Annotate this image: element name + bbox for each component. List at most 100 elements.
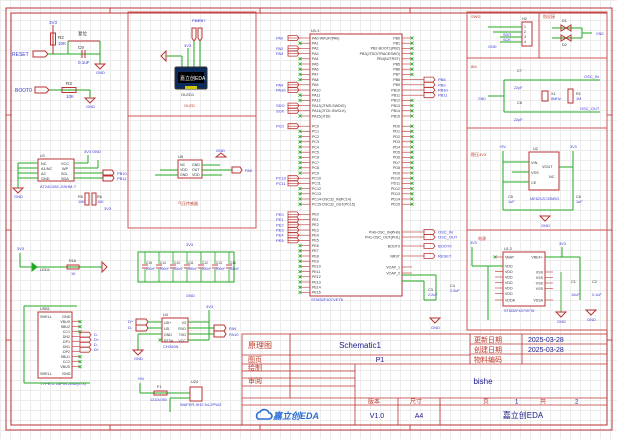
net-port [423, 243, 436, 249]
mcu-pin-label: PE6 [312, 244, 319, 248]
mcu-pin-label: PB6 [393, 68, 400, 72]
mcu-pin-label: PC5 [312, 151, 319, 155]
size-value: A4 [415, 413, 424, 420]
mcu-pin-label: PD3 [393, 140, 400, 144]
usb-pin: CC1 [63, 330, 70, 334]
svg-text:OLED: OLED [184, 103, 195, 108]
mcu-pin-label: PE0 [312, 213, 319, 217]
no-connect-icon [410, 176, 414, 180]
mcu-pin-label: PA2 [312, 47, 319, 51]
mcu-pin-label: PE11 [312, 270, 321, 274]
mcu-power-u1-2 [502, 251, 546, 307]
no-connect-icon [410, 171, 414, 175]
svg-text:GND: GND [488, 45, 497, 49]
net-port [423, 92, 436, 99]
mcu-u1-1: U1.1 STM32F407VET6 PA0-WKUP(PA0)PA1PA2PA… [276, 28, 460, 330]
net-port [287, 232, 300, 239]
svg-text:GND: GND [431, 325, 440, 330]
mcu-pin-label: PA4 [312, 57, 319, 61]
svg-text:0.1uF: 0.1uF [592, 293, 602, 297]
power-input-circuit: +5V F1 1210L050 U24 WAFER-XH2.54-2PWZ [137, 376, 222, 412]
svg-text:尺寸: 尺寸 [410, 398, 422, 406]
no-connect-icon [410, 181, 414, 186]
net-port [287, 221, 300, 228]
esd-circuit: 防反接 D1 D2 GND [543, 13, 604, 47]
mcu-pin-label: PH1-OSC_OUT(PH1) [365, 235, 400, 239]
net-label: SDO [276, 103, 285, 108]
decap-ref: C16 [230, 261, 236, 265]
mcu-pin-label: PA10 [312, 88, 321, 92]
no-connect-icon [410, 57, 414, 61]
svg-text:物料编码: 物料编码 [474, 355, 502, 364]
svg-text:10K: 10K [58, 41, 66, 46]
mcu-pin-label: VCAP_2 [386, 271, 400, 275]
svg-text:R16: R16 [69, 259, 76, 263]
svg-text:OLED1: OLED1 [181, 92, 195, 97]
mcu-pin-label: PA0-WKUP(PA0) [312, 36, 339, 40]
mcu-pin-label: PD15 [391, 203, 400, 207]
no-connect-icon [410, 145, 414, 149]
no-connect-icon [298, 160, 302, 165]
no-connect-icon [298, 67, 302, 71]
svg-text:版本: 版本 [368, 398, 380, 406]
svg-text:NC: NC [41, 162, 47, 166]
no-connect-icon [298, 145, 302, 149]
net-port [423, 87, 436, 93]
usb-pin: SHELL [40, 315, 52, 319]
mcu-pin-label: PA15(JTDI) [312, 114, 331, 118]
no-connect-icon [410, 186, 414, 191]
net-label: PE4 [276, 233, 284, 238]
no-connect-icon [298, 269, 302, 274]
net-port [287, 35, 300, 41]
no-connect-icon [410, 150, 414, 154]
net-label: PC11 [276, 181, 286, 186]
net-port [423, 253, 436, 259]
svg-text:U2: U2 [533, 147, 538, 151]
page-name: P1 [376, 357, 385, 364]
no-connect-icon [410, 192, 414, 196]
net-port [287, 81, 300, 88]
mcu-pin-label: PD13 [391, 192, 400, 196]
mcu-pin-label: PA9 [312, 83, 319, 87]
net-label: PB8 [438, 77, 446, 82]
net-label: SCK [276, 108, 285, 113]
net-port [79, 336, 92, 343]
led-symbol [31, 261, 38, 273]
svg-text:GND: GND [14, 194, 23, 199]
power-pin: VSS [536, 270, 544, 274]
mcu-pin-label: PB2-BOOT1(PB2) [371, 47, 400, 51]
mcu-pin-label: PD9 [393, 171, 400, 175]
svg-text:更新日期: 更新日期 [474, 335, 502, 344]
net-label: PA10 [276, 88, 286, 93]
svg-text:页: 页 [483, 399, 489, 406]
no-connect-icon [78, 324, 82, 329]
no-connect-icon [410, 67, 414, 71]
mcu-pin-label: PD12 [391, 187, 400, 191]
swd-circuit: SWD H2 1 2 3 4 SDO SCK GND [471, 14, 533, 49]
mcu-pin-label: PA11 [312, 94, 320, 98]
svg-text:WP: WP [62, 167, 69, 171]
svg-text:气压传感器: 气压传感器 [178, 200, 198, 206]
power-pin: VBAT [505, 255, 515, 259]
svg-text:GND: GND [96, 70, 105, 75]
mcu-pin-label: PC15-OSC32_OUT(PC15) [312, 203, 355, 207]
net-port [287, 180, 300, 187]
net-label: PB10 [438, 88, 449, 93]
usb-net-label: D+ [94, 348, 100, 352]
net-label: PB11 [438, 93, 448, 98]
net-port [423, 229, 436, 235]
net-port [423, 76, 436, 83]
decap-value: 100nF [230, 267, 239, 271]
oled-circuit: PB6 PB7 3V3 嘉立创EDA OLED1 OLED [160, 18, 208, 108]
swd-header [521, 21, 533, 47]
svg-text:WAFER-XH2.54-2PWZ: WAFER-XH2.54-2PWZ [180, 402, 222, 407]
version-value: V1.0 [370, 413, 385, 420]
svg-text:22pF: 22pF [514, 118, 523, 122]
svg-text:GND: GND [92, 149, 101, 154]
frame-outer [5, 7, 613, 431]
mcu-pin-label: PC13 [312, 192, 321, 196]
svg-text:图页: 图页 [248, 356, 262, 364]
mcu-pin-label: PB1 [393, 42, 400, 46]
